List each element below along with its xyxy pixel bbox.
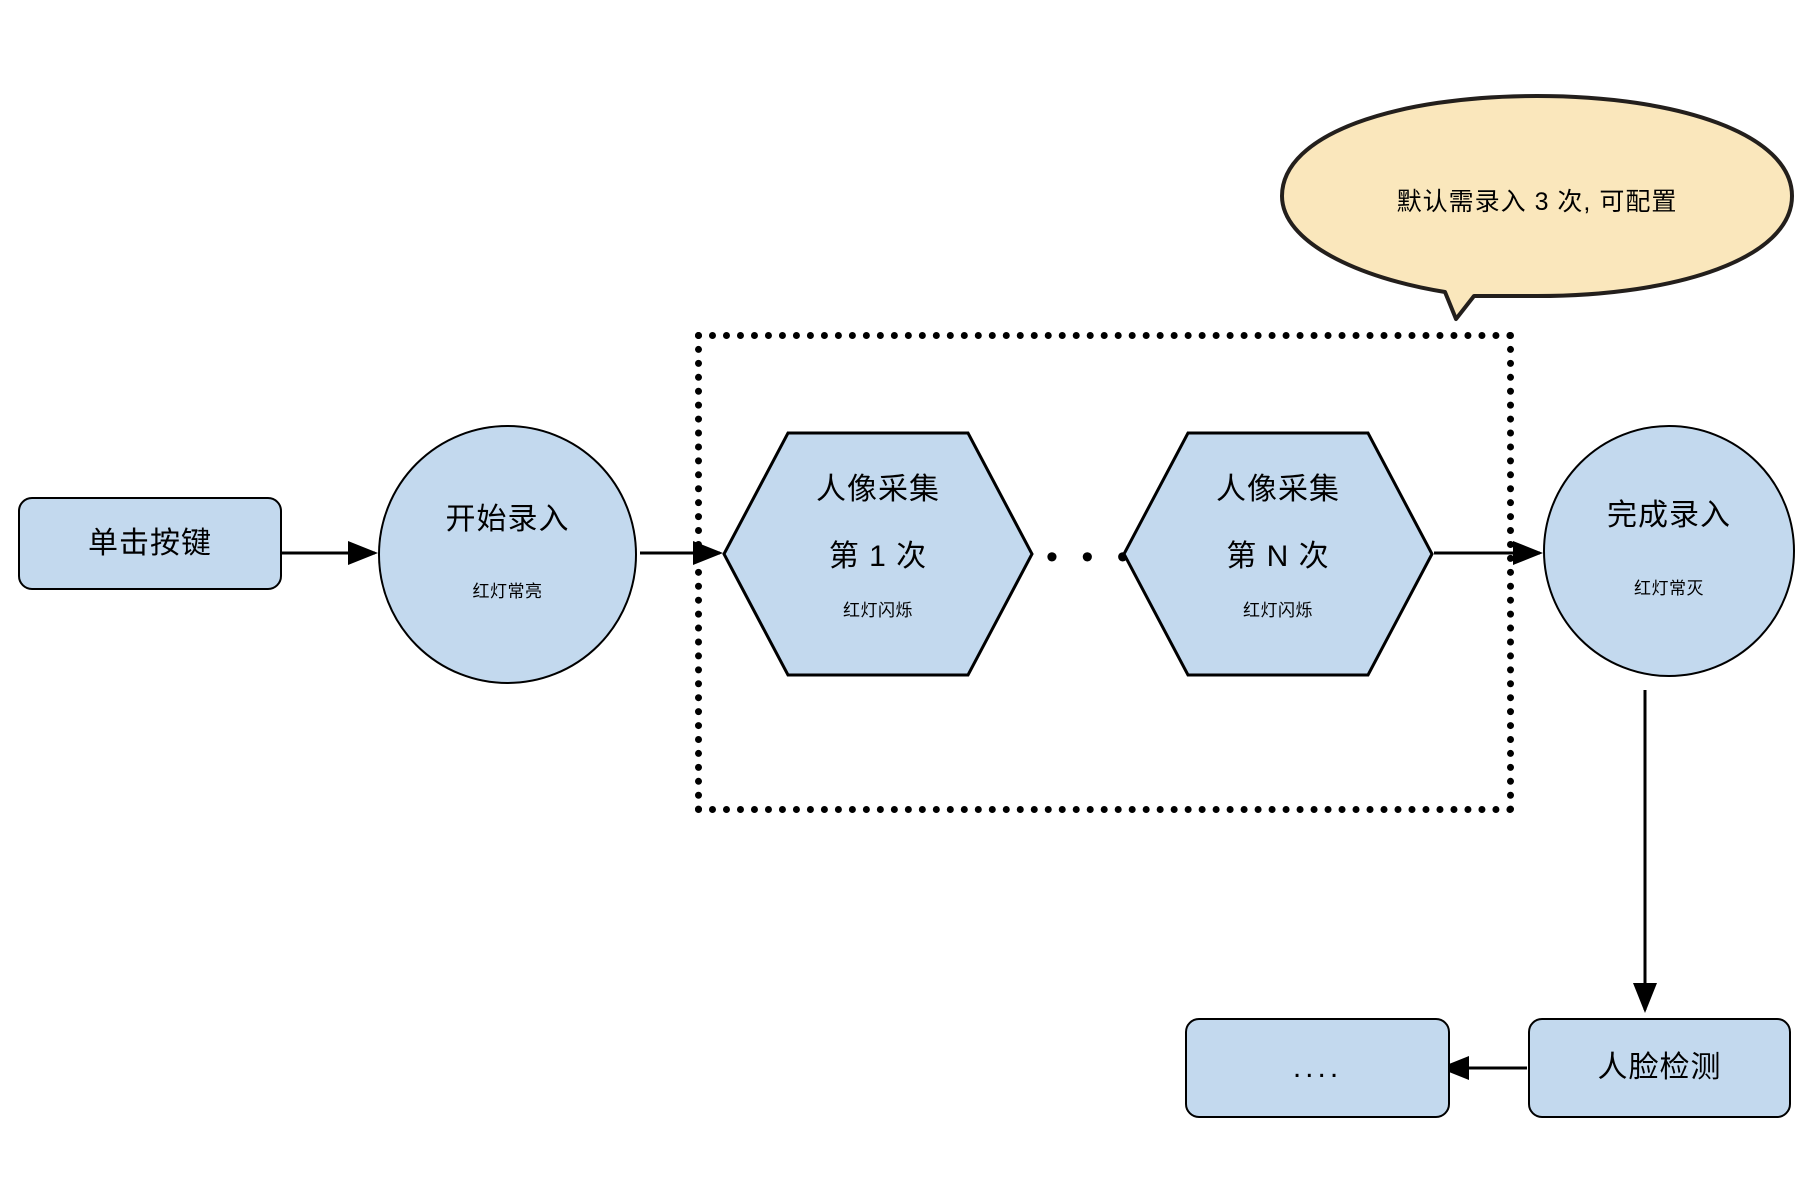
callout-enroll-count-text: 默认需录入 3 次, 可配置 (1396, 188, 1678, 216)
node-more[interactable]: .... (1185, 1018, 1450, 1118)
node-finish-enroll-label: 完成录入 (1607, 499, 1731, 533)
callout-enroll-count: 默认需录入 3 次, 可配置 (1278, 92, 1796, 327)
node-capture-first[interactable]: 人像采集 第 1 次 红灯闪烁 (722, 430, 1034, 678)
node-finish-enroll[interactable]: 完成录入 红灯常灭 (1543, 425, 1795, 677)
node-click-key[interactable]: 单击按键 (18, 497, 282, 590)
capture-loop-group (695, 332, 1514, 813)
node-start-enroll-label: 开始录入 (445, 502, 570, 536)
node-capture-nth-sub: 红灯闪烁 (1243, 600, 1313, 620)
node-face-detect[interactable]: 人脸检测 (1528, 1018, 1791, 1118)
node-start-enroll-sub: 红灯常亮 (472, 582, 543, 602)
callout-bubble-shape (1280, 94, 1794, 321)
node-start-enroll[interactable]: 开始录入 红灯常亮 (378, 425, 637, 684)
hexagon-shape-first (722, 431, 1034, 677)
node-face-detect-label: 人脸检测 (1597, 1051, 1722, 1085)
hexagon-shape-nth (1122, 431, 1434, 677)
node-finish-enroll-sub: 红灯常灭 (1634, 578, 1704, 598)
node-capture-first-label2: 第 1 次 (828, 539, 928, 573)
node-more-label: .... (1292, 1051, 1343, 1085)
node-click-key-label: 单击按键 (88, 526, 212, 560)
node-capture-nth-label2: 第 N 次 (1226, 539, 1330, 573)
node-capture-nth-label: 人像采集 (1216, 473, 1340, 507)
node-capture-nth[interactable]: 人像采集 第 N 次 红灯闪烁 (1122, 430, 1434, 678)
node-capture-first-label: 人像采集 (816, 473, 940, 507)
node-capture-first-sub: 红灯闪烁 (843, 600, 913, 620)
